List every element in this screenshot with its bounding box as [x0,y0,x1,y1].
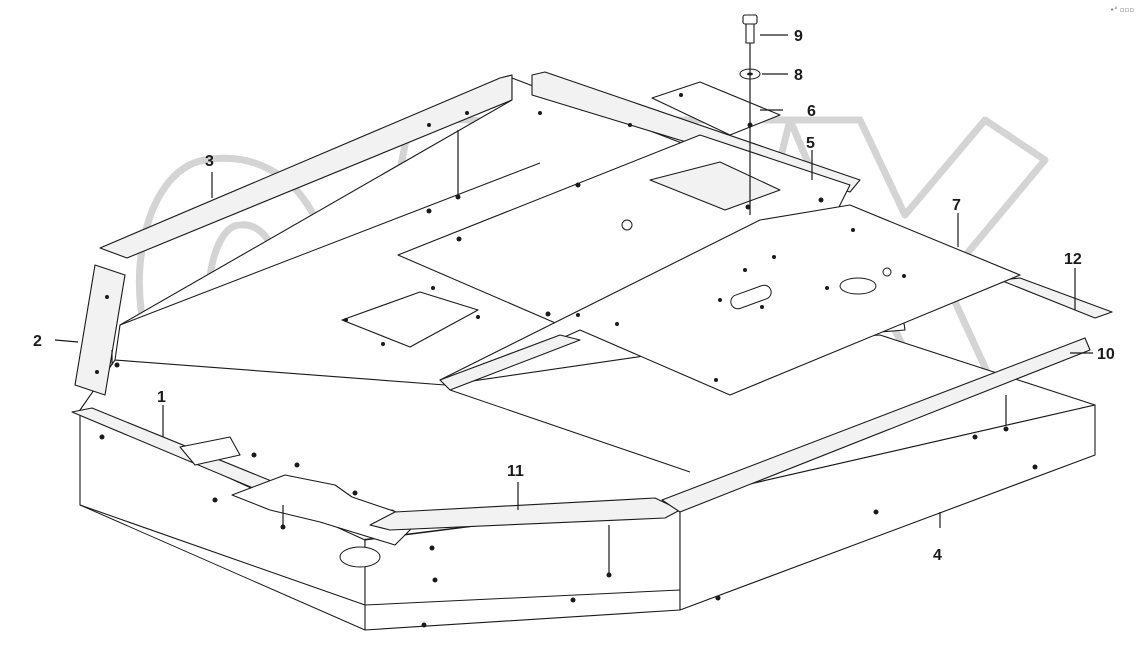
base-frame [79,334,1096,631]
callout-4: 4 [933,547,942,564]
callout-2: 2 [33,333,42,350]
part-12-rear-right-rail [999,277,1113,319]
left-access-plate [341,286,480,348]
callout-3: 3 [205,153,214,170]
part-2-left-strip [74,264,126,396]
callout-11: 11 [507,463,524,480]
part-5-center-plate [397,134,851,326]
corner-mark: •° ▫▫▫ [1110,6,1134,14]
callout-6: 6 [807,103,816,120]
callouts: 1 2 3 4 5 6 7 8 9 10 11 12 [33,28,1115,564]
callout-8: 8 [794,67,803,84]
callout-5: 5 [806,135,815,152]
callout-10: 10 [1097,346,1115,363]
part-10-right-rail [661,337,1091,513]
callout-12: 12 [1064,251,1082,268]
callout-9: 9 [794,28,803,45]
leader-lines [54,34,1093,573]
part-9-bolt [742,14,758,44]
base-opening [339,546,381,568]
callout-1: 1 [157,389,166,406]
part-7-right-plate [439,204,1021,396]
callout-7: 7 [952,197,961,214]
part-1-front-left-rail [71,407,421,546]
